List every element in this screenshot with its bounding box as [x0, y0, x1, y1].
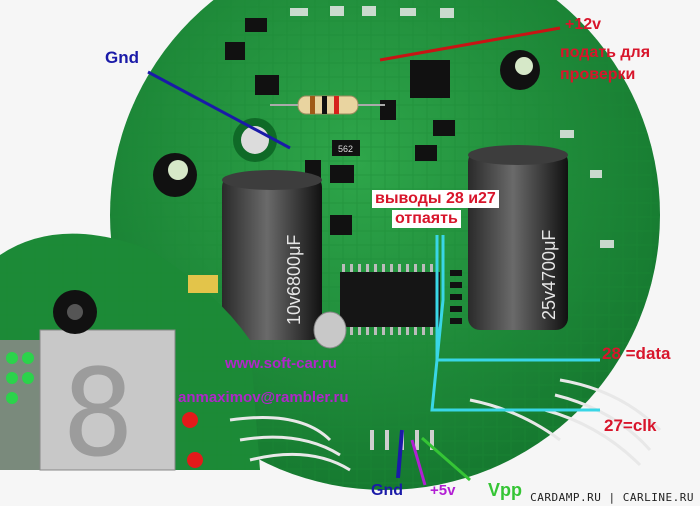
transistor-top — [410, 60, 450, 98]
podat-label: подать для — [560, 44, 651, 61]
display-digit: 8 — [62, 345, 134, 484]
clk27-line — [430, 235, 600, 412]
watermark: CARDAMP.RU | CARLINE.RU — [530, 491, 694, 504]
main-ic — [340, 264, 440, 335]
capacitor-right: 25v4700μF — [468, 145, 568, 330]
otpayat-label: отпаять — [392, 210, 461, 228]
gnd-top-line — [147, 70, 291, 150]
capacitor-left: 10v6800μF — [222, 170, 322, 340]
email-label: anmaximov@rambler.ru — [178, 389, 349, 406]
vpp-line — [421, 436, 471, 482]
gnd-bottom-label: Gnd — [371, 482, 403, 499]
plus5v-line — [410, 439, 427, 486]
gnd-bottom-line — [396, 429, 404, 479]
proverki-label: проверки — [560, 66, 636, 83]
cap-right-label: 25v4700μF — [539, 230, 559, 320]
vpp-label: Vpp — [488, 480, 522, 500]
plus12v-line — [379, 26, 561, 62]
vyvody-label: выводы 28 и27 — [372, 190, 499, 208]
plus12v-label: +12v — [565, 16, 602, 33]
seven-segment-display: 8 — [39, 329, 176, 484]
gnd-top-label: Gnd — [105, 48, 139, 67]
website-label: www.soft-car.ru — [225, 355, 337, 372]
cap-left-label: 10v6800μF — [284, 235, 304, 325]
resistor-code: 562 — [338, 144, 353, 154]
plus5v-label: +5v — [430, 482, 456, 499]
data28-label: 28 =data — [602, 344, 671, 363]
clk27-label: 27=clk — [604, 416, 657, 435]
